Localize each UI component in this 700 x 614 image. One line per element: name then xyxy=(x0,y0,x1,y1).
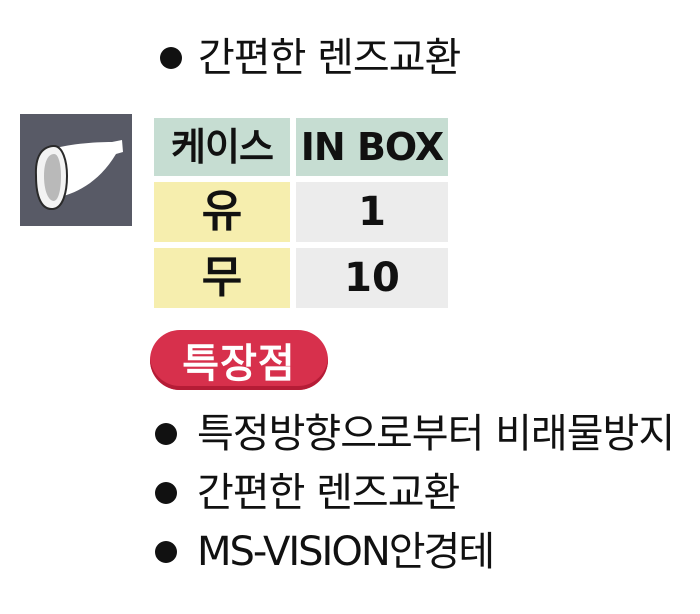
face-shield-lens-icon-graphic xyxy=(34,140,123,211)
top-bullet-text: 간편한 렌즈교환 xyxy=(198,35,461,81)
feature-item: 간편한 렌즈교환 xyxy=(155,470,460,516)
table-header-row: 케이스 IN BOX xyxy=(154,118,448,176)
case-cell: 무 xyxy=(154,248,290,308)
header-case: 케이스 xyxy=(154,118,290,176)
case-in-box-table: 케이스 IN BOX 유 1 무 10 xyxy=(154,118,448,314)
table-row: 유 1 xyxy=(154,182,448,242)
header-in-box: IN BOX xyxy=(296,118,448,176)
bullet-dot xyxy=(155,541,177,563)
feature-item: 특정방향으로부터 비래물방지 xyxy=(155,411,675,457)
top-bullet: 간편한 렌즈교환 xyxy=(160,35,461,81)
features-badge: 특장점 xyxy=(150,330,328,390)
feature-item-text: 특정방향으로부터 비래물방지 xyxy=(197,411,675,457)
bullet-dot xyxy=(155,423,177,445)
bullet-dot xyxy=(155,482,177,504)
table-row: 무 10 xyxy=(154,248,448,308)
feature-item: MS-VISION안경테 xyxy=(155,529,495,575)
bullet-dot xyxy=(160,47,182,69)
face-shield-lens-icon xyxy=(20,114,132,226)
in-box-cell: 1 xyxy=(296,182,448,242)
in-box-cell: 10 xyxy=(296,248,448,308)
feature-item-text: 간편한 렌즈교환 xyxy=(197,470,460,516)
feature-item-text: MS-VISION안경테 xyxy=(197,529,495,575)
case-cell: 유 xyxy=(154,182,290,242)
